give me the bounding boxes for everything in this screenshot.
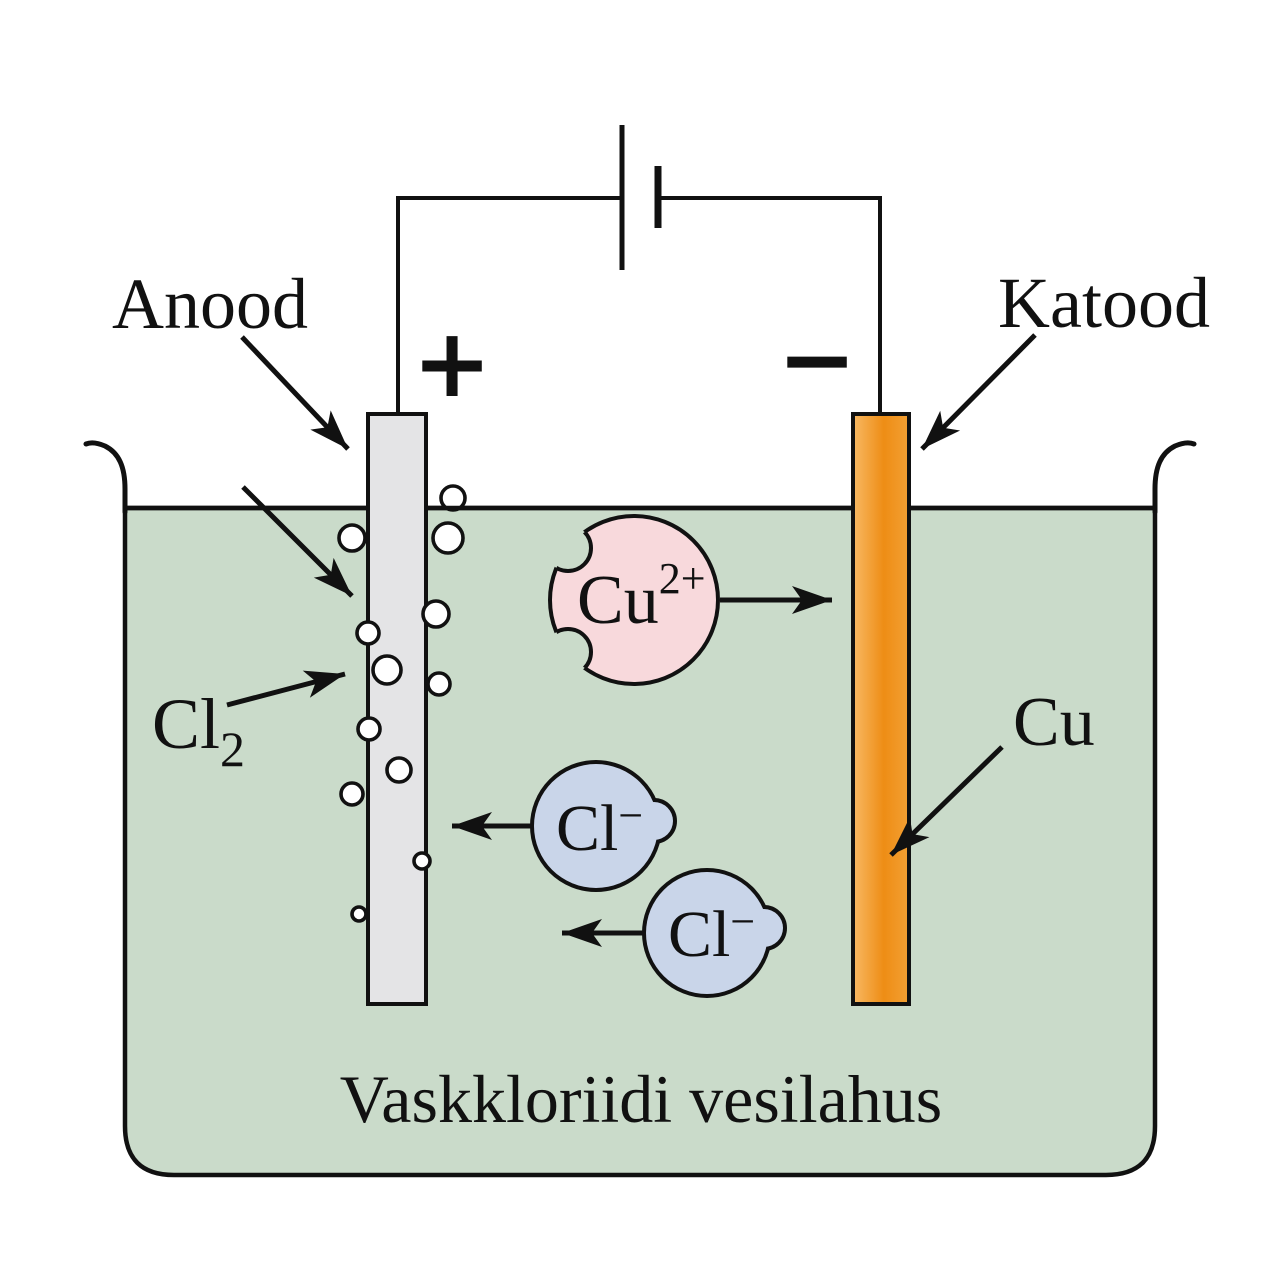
wire-left [396, 196, 620, 414]
copper-deposit-arrow [889, 745, 1004, 857]
chlorine-gas-label: Cl2 [152, 684, 245, 777]
gas-bubble [356, 716, 382, 742]
chloride-ion-upper: Cl− [452, 760, 677, 892]
beaker-right-lip [1152, 440, 1197, 515]
annotation-arrows [226, 333, 1037, 857]
gas-bubble [431, 521, 465, 555]
gas-bubble [421, 599, 451, 629]
text-labels: Anood Katood Cl2 Cu Vaskkloriidi vesilah… [112, 263, 1210, 1137]
anode-label: Anood [112, 264, 308, 344]
plus-sign: + [412, 309, 492, 419]
gas-bubble [350, 905, 368, 923]
chloride-ion-label: Cl− [556, 791, 643, 865]
gas-bubble [385, 756, 413, 784]
anode-electrode [366, 412, 428, 1006]
copper-ion: Cu2+ [548, 514, 832, 686]
minus-sign: − [777, 305, 857, 415]
gas-bubble [337, 523, 367, 553]
anode-pointer-arrow [240, 335, 350, 451]
gas-bubble [426, 671, 452, 697]
gas-bubble [412, 851, 432, 871]
gas-bubble [371, 654, 403, 686]
gas-bubble [339, 781, 365, 807]
gas-bubbles [337, 484, 467, 923]
chlorine-gas-arrow [226, 670, 346, 708]
chloride-ion-label: Cl− [668, 897, 755, 971]
cathode-label: Katood [998, 263, 1210, 343]
solution-label: Vaskkloriidi vesilahus [340, 1061, 943, 1137]
cathode-electrode [851, 412, 911, 1006]
cathode-pointer-arrow [920, 333, 1037, 451]
wire-right [660, 196, 882, 414]
circuit: + − [396, 125, 882, 419]
chloride-ion-lower: Cl− [562, 868, 787, 998]
beaker-left-lip [83, 440, 128, 515]
copper-metal-label: Cu [1013, 684, 1095, 761]
gas-bubble [355, 620, 381, 646]
copper-ion-label: Cu2+ [577, 554, 706, 639]
anode-surface-arrow [241, 485, 354, 598]
